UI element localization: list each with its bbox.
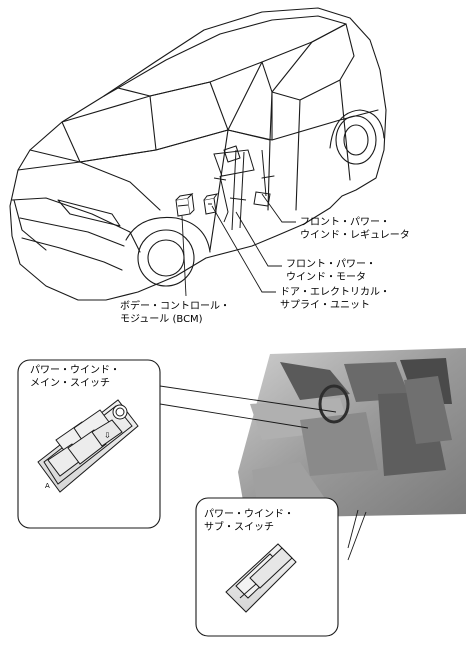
label-body-control-module: ボデー・コントロール・ モジュール (BCM): [120, 301, 230, 325]
bcm-unit: [175, 192, 195, 217]
label-power-window-main-switch: パワー・ウインド・ メイン・スイッチ: [30, 365, 120, 389]
label-door-electrical-supply-unit: ドア・エレクトリカル・ サプライ・ユニット: [280, 287, 390, 311]
sub-switch-panel: [225, 543, 297, 613]
window-regulator-mechanism: [213, 149, 271, 231]
label-front-power-window-motor: フロント・パワー・ ウインド・モータ: [286, 259, 376, 283]
callout-pointers: [159, 385, 367, 561]
label-front-power-window-regulator: フロント・パワー・ ウインド・レギュレータ: [300, 217, 410, 241]
lock-marking: A: [45, 482, 50, 490]
vehicle-illustration: [9, 7, 387, 301]
leader-lines: [181, 193, 296, 297]
label-power-window-sub-switch: パワー・ウインド・ サブ・スイッチ: [204, 509, 294, 533]
interior-photo: [238, 348, 466, 518]
auto-down-marking: ⇩: [104, 431, 111, 440]
main-switch-panel: [37, 399, 139, 493]
